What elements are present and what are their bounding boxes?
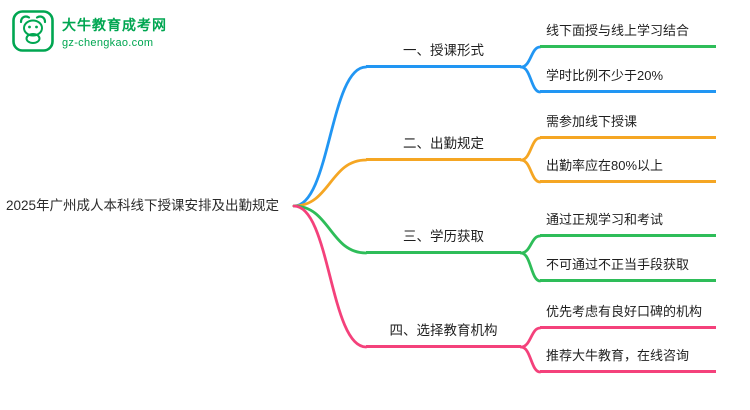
edge-root-to-branch-3 [292, 204, 368, 255]
edge-branch-4-leaf-2 [519, 345, 542, 374]
leaf-node-4-2: 推荐大牛教育，在线咨询 [540, 348, 716, 373]
branch-node-2: 二、出勤规定 [366, 135, 521, 161]
site-logo-text: 大牛教育成考网 gz-chengkao.com [62, 17, 167, 49]
branch-node-4: 四、选择教育机构 [366, 322, 521, 348]
edge-branch-2-leaf-1 [519, 136, 542, 162]
leaf-node-4-1: 优先考虑有良好口碑的机构 [540, 304, 716, 329]
edge-branch-3-leaf-2 [519, 251, 542, 283]
bull-logo-icon [12, 10, 54, 57]
edge-branch-1-leaf-1 [519, 45, 542, 69]
edge-branch-4-leaf-1 [519, 326, 542, 349]
edge-root-to-branch-4 [292, 204, 368, 349]
leaf-node-3-2: 不可通过不正当手段获取 [540, 257, 716, 282]
branch-node-1: 一、授课形式 [366, 42, 521, 68]
edge-branch-3-leaf-1 [519, 234, 542, 255]
edge-root-to-branch-2 [292, 158, 368, 208]
edge-root-to-branch-1 [292, 65, 368, 208]
site-logo: 大牛教育成考网 gz-chengkao.com [12, 10, 167, 57]
branch-node-3: 三、学历获取 [366, 228, 521, 254]
edge-branch-1-leaf-2 [519, 65, 542, 94]
root-topic: 2025年广州成人本科线下授课安排及出勤规定 [6, 198, 280, 213]
site-url: gz-chengkao.com [62, 36, 154, 49]
edge-branch-2-leaf-2 [519, 158, 542, 184]
site-name: 大牛教育成考网 [62, 17, 167, 34]
leaf-node-2-1: 需参加线下授课 [540, 114, 716, 139]
leaf-node-1-2: 学时比例不少于20% [540, 68, 716, 93]
leaf-node-1-1: 线下面授与线上学习结合 [540, 23, 716, 48]
leaf-node-2-2: 出勤率应在80%以上 [540, 158, 716, 183]
leaf-node-3-1: 通过正规学习和考试 [540, 212, 716, 237]
